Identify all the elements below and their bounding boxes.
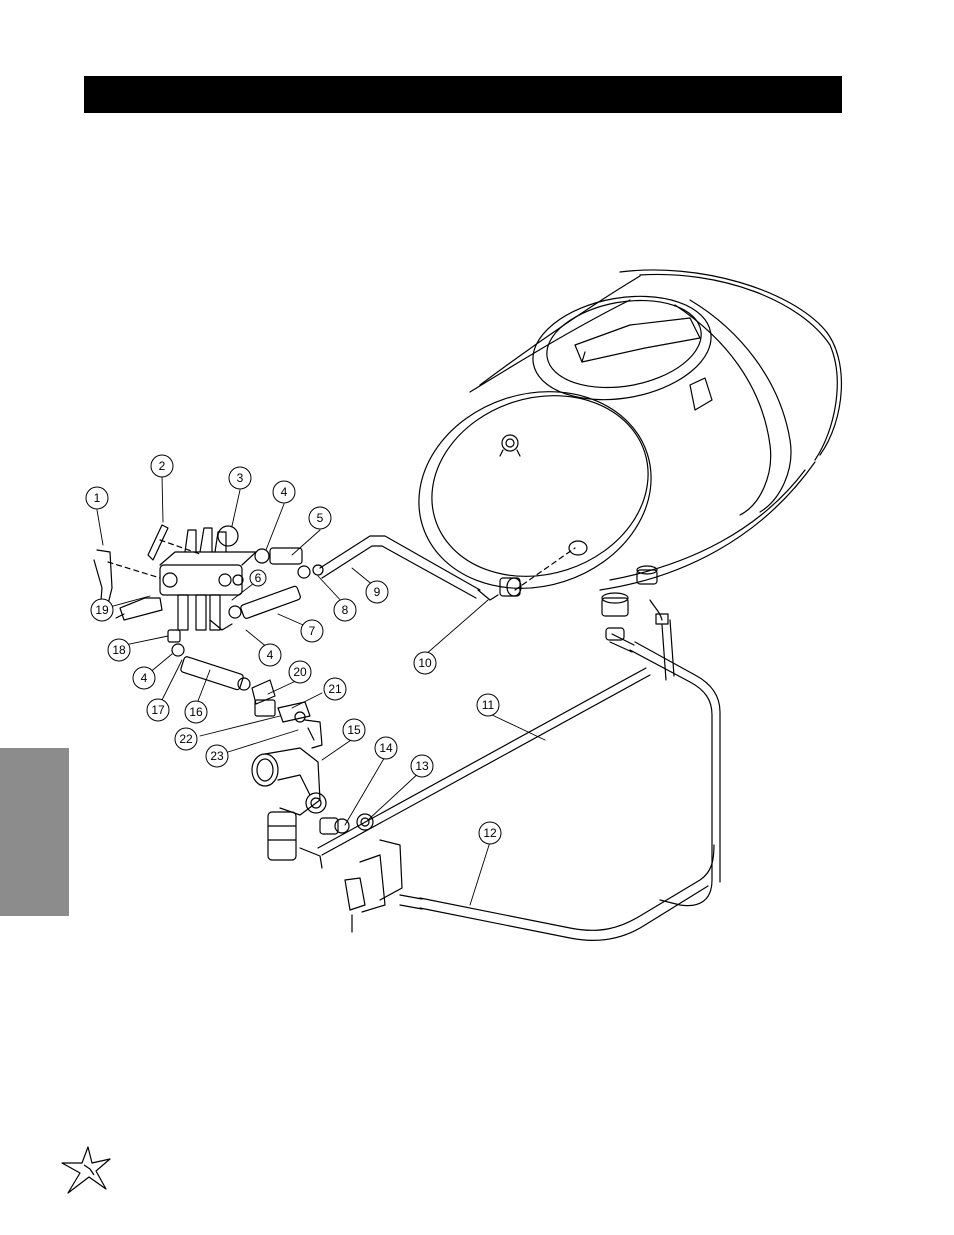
spray-tank <box>418 269 842 591</box>
callout-circle <box>150 454 174 478</box>
callout-circle <box>478 821 502 845</box>
callout-label: 12 <box>483 826 497 840</box>
callout-circle <box>107 638 131 662</box>
callout-label: 9 <box>374 585 381 599</box>
callout-circle <box>146 698 170 722</box>
callout-c21: 21 <box>323 677 347 701</box>
callout-label: 8 <box>342 603 349 617</box>
callout-circle <box>323 677 347 701</box>
callout-circle <box>342 718 366 742</box>
callout-c9: 9 <box>365 580 389 604</box>
fitting-10 <box>477 577 522 601</box>
callout-label: 15 <box>347 723 361 737</box>
callout-c14: 14 <box>374 736 398 760</box>
callout-label: 14 <box>379 741 393 755</box>
hose-12 <box>399 844 715 941</box>
callout-label: 1 <box>94 491 101 505</box>
callout-label: 5 <box>317 511 324 525</box>
callout-label: 17 <box>151 703 165 717</box>
callout-label: 3 <box>237 471 244 485</box>
callout-label: 11 <box>482 698 495 712</box>
callout-circle <box>85 486 109 510</box>
callout-c4c: 4 <box>132 666 156 690</box>
callout-circle <box>258 643 282 667</box>
callout-label: 19 <box>95 603 109 617</box>
callout-c5: 5 <box>308 506 332 530</box>
callout-c22: 22 <box>174 727 198 751</box>
callout-c19: 19 <box>90 598 114 622</box>
callout-circle <box>205 744 229 768</box>
tank-bottom-fittings <box>601 565 669 641</box>
callout-c8: 8 <box>333 598 357 622</box>
callout-circle <box>90 598 114 622</box>
callout-circle <box>413 651 437 675</box>
callout-label: 22 <box>179 732 193 746</box>
hose-16-assembly <box>167 629 251 691</box>
callout-label: 21 <box>328 682 342 696</box>
side-index-tab <box>0 748 69 916</box>
callout-c12: 12 <box>478 821 502 845</box>
callout-c4b: 4 <box>258 643 282 667</box>
callout-label: 7 <box>309 624 316 638</box>
callout-circle <box>228 466 252 490</box>
callout-c2: 2 <box>150 454 174 478</box>
fittings-4-8 <box>171 547 324 657</box>
section-title-bar <box>84 76 842 113</box>
callout-circle <box>308 506 332 530</box>
leader-lines <box>96 475 546 906</box>
callout-label: 2 <box>159 459 166 473</box>
callout-circle <box>132 666 156 690</box>
callout-circle <box>365 580 389 604</box>
control-manifold <box>93 524 257 631</box>
callout-label: 4 <box>267 648 274 662</box>
callout-circle <box>333 598 357 622</box>
fittings-20-23 <box>251 679 323 749</box>
callout-c15: 15 <box>342 718 366 742</box>
callout-c3: 3 <box>228 466 252 490</box>
callout-circle <box>410 754 434 778</box>
callout-circle <box>174 727 198 751</box>
callout-c18: 18 <box>107 638 131 662</box>
callout-label: 20 <box>293 665 307 679</box>
callout-label: 10 <box>418 656 432 670</box>
callout-label: 4 <box>281 485 288 499</box>
callout-c1: 1 <box>85 486 109 510</box>
callout-label: 16 <box>189 705 203 719</box>
callout-c10: 10 <box>413 651 437 675</box>
callout-circle <box>272 480 296 504</box>
callout-c13: 13 <box>410 754 434 778</box>
callout-circle <box>476 693 500 717</box>
callout-c4a: 4 <box>272 480 296 504</box>
callout-label: 13 <box>415 759 429 773</box>
pump-strainer-assembly <box>251 747 403 933</box>
callout-label: 23 <box>210 749 224 763</box>
callout-c23: 23 <box>205 744 229 768</box>
star-brand-icon <box>61 1146 111 1194</box>
callout-label: 6 <box>255 571 262 585</box>
callout-c16: 16 <box>184 700 208 724</box>
callout-c17: 17 <box>146 698 170 722</box>
callout-label: 4 <box>141 671 148 685</box>
callout-c7: 7 <box>300 619 324 643</box>
callout-circle <box>300 619 324 643</box>
callout-label: 18 <box>112 643 126 657</box>
callout-c11: 11 <box>476 693 500 717</box>
callout-circle <box>184 700 208 724</box>
callout-c6: 6 <box>249 569 267 587</box>
callout-circle <box>374 736 398 760</box>
hose-9 <box>319 535 481 599</box>
callout-circle <box>249 569 267 587</box>
callout-circle <box>288 660 312 684</box>
hose-11 <box>317 619 721 907</box>
callout-c20: 20 <box>288 660 312 684</box>
